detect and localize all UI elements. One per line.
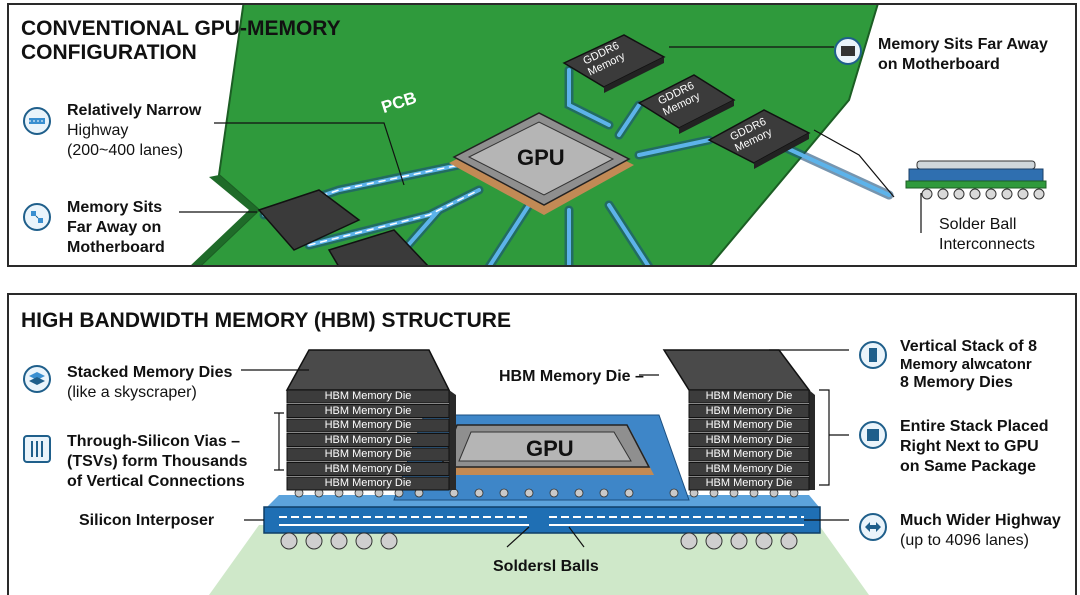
stacked-dies-line1: Stacked Memory Dies xyxy=(67,364,233,381)
right-stack-die-4 xyxy=(688,433,810,447)
right-stack-die-label-2: HBM Memory Die xyxy=(705,404,793,417)
tsv-line3: of Vertical Connections xyxy=(67,473,245,490)
memory-distance-icon xyxy=(23,203,51,231)
right-stack-die-1 xyxy=(688,389,810,404)
gddr6-chip-1 xyxy=(562,34,666,93)
narrow-highway-line2: Highway xyxy=(67,122,129,139)
memory-chip-icon xyxy=(834,37,862,65)
package-substrate-glow xyxy=(209,525,869,595)
gpu-label-bottom: GPU xyxy=(526,436,574,461)
right-stack-die-label-5: HBM Memory Die xyxy=(705,448,793,460)
hbm-die-label: HBM Memory Die – xyxy=(499,368,644,385)
memory-stack-icon xyxy=(859,341,887,369)
left-stack-die-label-1: HBM Memory Die xyxy=(324,390,412,402)
hbm-stack-right xyxy=(662,349,815,491)
vertical-stack-line1: Vertical Stack of 8 xyxy=(900,338,1037,355)
left-stack-die-label-6: HBM Memory Die xyxy=(324,462,412,475)
left-stack-die-label-5: HBM Memory Die xyxy=(324,448,412,460)
left-stack-die-3 xyxy=(286,418,450,433)
solder-balls-label: Soldersl Balls xyxy=(493,558,599,575)
hbm-diagram xyxy=(209,349,869,595)
left-stack-die-7 xyxy=(286,476,450,491)
gddr6-chip-2 xyxy=(637,74,736,134)
silicon-interposer-label: Silicon Interposer xyxy=(79,512,215,529)
top-callout-lines xyxy=(179,46,922,233)
gddr6-chip-3 xyxy=(707,109,811,169)
tsv-line1: Through-Silicon Vias – xyxy=(67,433,241,450)
left-stack-die-4 xyxy=(286,433,450,447)
right-stack-die-label-3: HBM Memory Die xyxy=(705,419,793,431)
vertical-stack-line3: 8 Memory Dies xyxy=(900,374,1013,391)
hbm-stack-left xyxy=(285,349,456,491)
left-stack-die-label-2: HBM Memory Die xyxy=(324,404,412,417)
memory-chip-left-2 xyxy=(327,229,429,265)
right-stack-die-6 xyxy=(688,462,810,476)
layers-icon xyxy=(23,365,51,393)
top-title-line2: CONFIGURATION xyxy=(21,41,197,64)
left-stack-die-label-7: HBM Memory Die xyxy=(324,477,412,489)
tsv-line2: (TSVs) form Thousands xyxy=(67,453,248,470)
solder-ball-line2: Interconnects xyxy=(939,236,1036,253)
package-icon xyxy=(859,421,887,449)
narrow-highway-line1: Relatively Narrow xyxy=(67,102,202,119)
left-stack-die-label-3: HBM Memory Die xyxy=(324,419,412,431)
pcb-board-edge xyxy=(191,175,259,265)
wider-highway-line2: (up to 4096 lanes) xyxy=(900,532,1029,549)
narrow-highway-line3: (200~400 lanes) xyxy=(67,142,184,159)
silicon-interposer xyxy=(263,495,821,534)
conventional-diagram xyxy=(179,5,1047,265)
left-stack-die-5 xyxy=(286,447,450,462)
right-stack-die-label-6: HBM Memory Die xyxy=(705,462,793,475)
left-stack-die-2 xyxy=(286,404,450,418)
placed-next-line3: on Same Package xyxy=(900,458,1037,475)
gpu-die-bottom xyxy=(439,424,654,475)
bottom-title: HIGH BANDWIDTH MEMORY (HBM) STRUCTURE xyxy=(21,309,511,332)
solder-ball-line1: Solder Ball xyxy=(939,216,1017,233)
highway-icon xyxy=(23,107,51,135)
solder-balls-bottom xyxy=(280,532,798,550)
placed-next-line2: Right Next to GPU xyxy=(900,438,1039,455)
wider-highway-line1: Much Wider Highway xyxy=(900,512,1061,529)
right-stack-die-2 xyxy=(688,404,810,418)
far-away-right-line2: on Motherboard xyxy=(878,56,1000,73)
hbm-structure-panel: HIGH BANDWIDTH MEMORY (HBM) STRUCTURE GP… xyxy=(7,293,1077,595)
far-away-right-line1: Memory Sits Far Away xyxy=(878,36,1048,53)
far-away-left-line1: Memory Sits xyxy=(67,199,163,216)
memory-chip-left-1 xyxy=(257,189,361,251)
gpu-label-top: GPU xyxy=(517,145,565,170)
top-title-line1: CONVENTIONAL GPU-MEMORY xyxy=(21,17,341,40)
tsv-icon xyxy=(23,435,51,463)
placed-next-line1: Entire Stack Placed xyxy=(900,418,1049,435)
solder-ball-inset xyxy=(905,160,1047,200)
wide-arrow-icon xyxy=(859,513,887,541)
right-stack-die-label-4: HBM Memory Die xyxy=(705,433,793,446)
left-stack-die-6 xyxy=(286,462,450,476)
right-stack-die-label-1: HBM Memory Die xyxy=(705,390,793,402)
left-stack-die-label-4: HBM Memory Die xyxy=(324,433,412,446)
right-stack-die-label-7: HBM Memory Die xyxy=(705,477,793,489)
left-stack-die-1 xyxy=(286,389,450,404)
far-away-left-line3: Motherboard xyxy=(67,239,165,256)
stacked-dies-line2: (like a skyscraper) xyxy=(67,384,197,401)
far-away-left-line2: Far Away on xyxy=(67,219,162,236)
conventional-config-panel: CONVENTIONAL GPU-MEMORY CONFIGURATION PC… xyxy=(7,3,1077,267)
vertical-stack-line2: Memory alwcatonr xyxy=(900,356,1032,373)
right-stack-die-3 xyxy=(688,418,810,433)
right-stack-die-7 xyxy=(688,476,810,491)
right-stack-die-5 xyxy=(688,447,810,462)
bottom-callout-lines xyxy=(241,349,849,548)
gpu-chip-top xyxy=(449,112,634,215)
micro-bumps xyxy=(294,488,799,498)
